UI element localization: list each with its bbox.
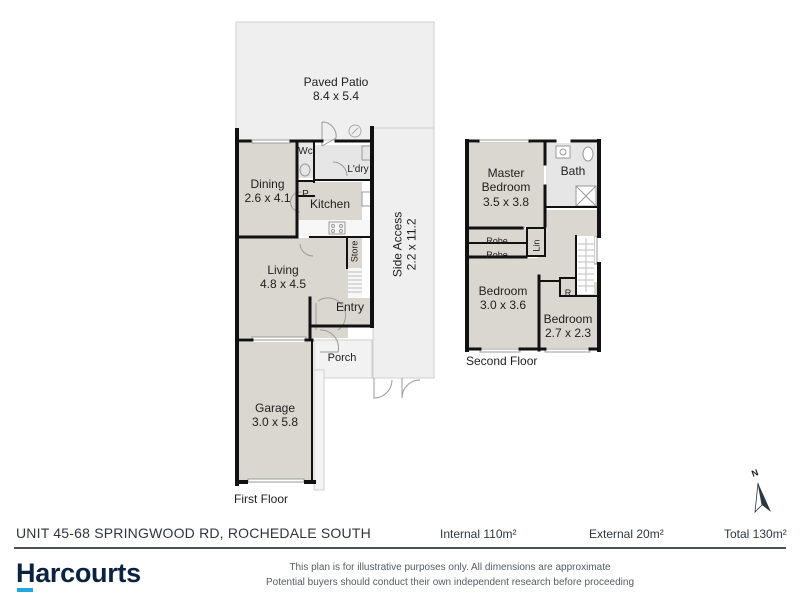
room-name: Lin xyxy=(531,239,542,252)
room-name: Porch xyxy=(327,352,357,364)
logo-accent-bar xyxy=(17,588,33,592)
external-area: External 20m² xyxy=(589,527,664,541)
room-dimensions: 8.4 x 5.4 xyxy=(312,89,360,104)
room-paved-patio: Paved Patio 8.4 x 5.4 xyxy=(276,75,396,104)
property-address: UNIT 45-68 SPRINGWOOD RD, ROCHEDALE SOUT… xyxy=(16,525,371,541)
room-dimensions: 2.6 x 4.1 xyxy=(244,191,291,206)
room-bedroom-3: Bedroom 2.7 x 2.3 xyxy=(538,312,598,341)
harcourts-logo: Harcourts xyxy=(16,558,141,588)
floor-plan-drawing xyxy=(235,21,771,514)
second-floor-label: Second Floor xyxy=(466,354,538,368)
room-name: Dining xyxy=(250,177,285,191)
outdoor-areas xyxy=(235,21,435,491)
first-floor-walls xyxy=(235,126,374,486)
disclaimer-line-1: This plan is for illustrative purposes o… xyxy=(289,562,611,573)
room-side-access: Side Access 2.2 x 11.2 xyxy=(391,194,420,294)
room-dimensions: 3.0 x 3.6 xyxy=(479,298,527,313)
room-entry: Entry xyxy=(332,300,368,314)
room-robe-1: Robe xyxy=(468,230,526,249)
room-name: Garage xyxy=(254,401,296,415)
room-name: P xyxy=(302,189,309,200)
room-name: Paved Patio xyxy=(303,75,369,89)
room-name: R xyxy=(564,288,572,298)
room-name-line2: Bedroom xyxy=(481,180,531,195)
room-living: Living 4.8 x 4.5 xyxy=(238,263,328,292)
first-floor-label: First Floor xyxy=(234,492,288,506)
room-master-bedroom: Master Bedroom 3.5 x 3.8 xyxy=(468,166,544,209)
room-dimensions: 2.7 x 2.3 xyxy=(544,326,592,341)
first-floor-rooms xyxy=(238,142,372,480)
room-name: Living xyxy=(267,263,299,277)
room-kitchen: Kitchen xyxy=(303,197,357,211)
second-floor-rooms xyxy=(468,143,598,348)
bath-fixtures xyxy=(555,145,597,207)
room-dimensions: 3.5 x 3.8 xyxy=(482,194,530,209)
room-name-line1: Master xyxy=(487,166,525,180)
room-robe-r: R xyxy=(561,282,575,301)
room-name: Bath xyxy=(560,164,586,178)
room-dimensions: 3.0 x 5.8 xyxy=(251,415,299,430)
room-wc: Wc xyxy=(297,146,314,158)
room-robe-2: Robe xyxy=(468,244,526,263)
room-dining: Dining 2.6 x 4.1 xyxy=(238,177,297,206)
room-dimensions: 2.2 x 11.2 xyxy=(405,218,419,271)
room-garage: Garage 3.0 x 5.8 xyxy=(238,401,312,430)
room-porch: Porch xyxy=(320,352,364,365)
room-pantry: P xyxy=(297,183,314,202)
room-name: Wc xyxy=(298,146,313,157)
room-bath: Bath xyxy=(550,164,596,178)
stairs-first-floor xyxy=(348,271,362,293)
floor-plan: Paved Patio 8.4 x 5.4 Dining 2.6 x 4.1 W… xyxy=(234,21,771,514)
disclaimer: This plan is for illustrative purposes o… xyxy=(200,560,700,590)
room-name: Store xyxy=(349,240,360,263)
room-name: Robe xyxy=(486,250,508,260)
room-dimensions: 4.8 x 4.5 xyxy=(259,277,307,292)
room-linen: Lin xyxy=(525,233,544,259)
room-name: Entry xyxy=(335,300,364,314)
room-name: Side Access xyxy=(390,211,405,278)
room-name: Robe xyxy=(486,236,508,246)
room-name: Bedroom xyxy=(543,312,593,326)
room-name: L'dry xyxy=(347,164,369,175)
north-arrow-icon xyxy=(754,482,771,514)
room-name: Bedroom xyxy=(478,284,528,298)
total-area: Total 130m² xyxy=(724,527,787,541)
room-laundry: L'dry xyxy=(343,158,373,177)
stairs-second-floor xyxy=(578,238,594,292)
second-floor-walls xyxy=(465,139,601,352)
internal-area: Internal 110m² xyxy=(440,527,517,541)
room-name: Kitchen xyxy=(309,197,351,211)
disclaimer-line-2: Potential buyers should conduct their ow… xyxy=(265,577,635,588)
footer-divider xyxy=(14,547,786,549)
room-store: Store xyxy=(350,236,361,266)
room-bedroom-2: Bedroom 3.0 x 3.6 xyxy=(468,284,538,313)
